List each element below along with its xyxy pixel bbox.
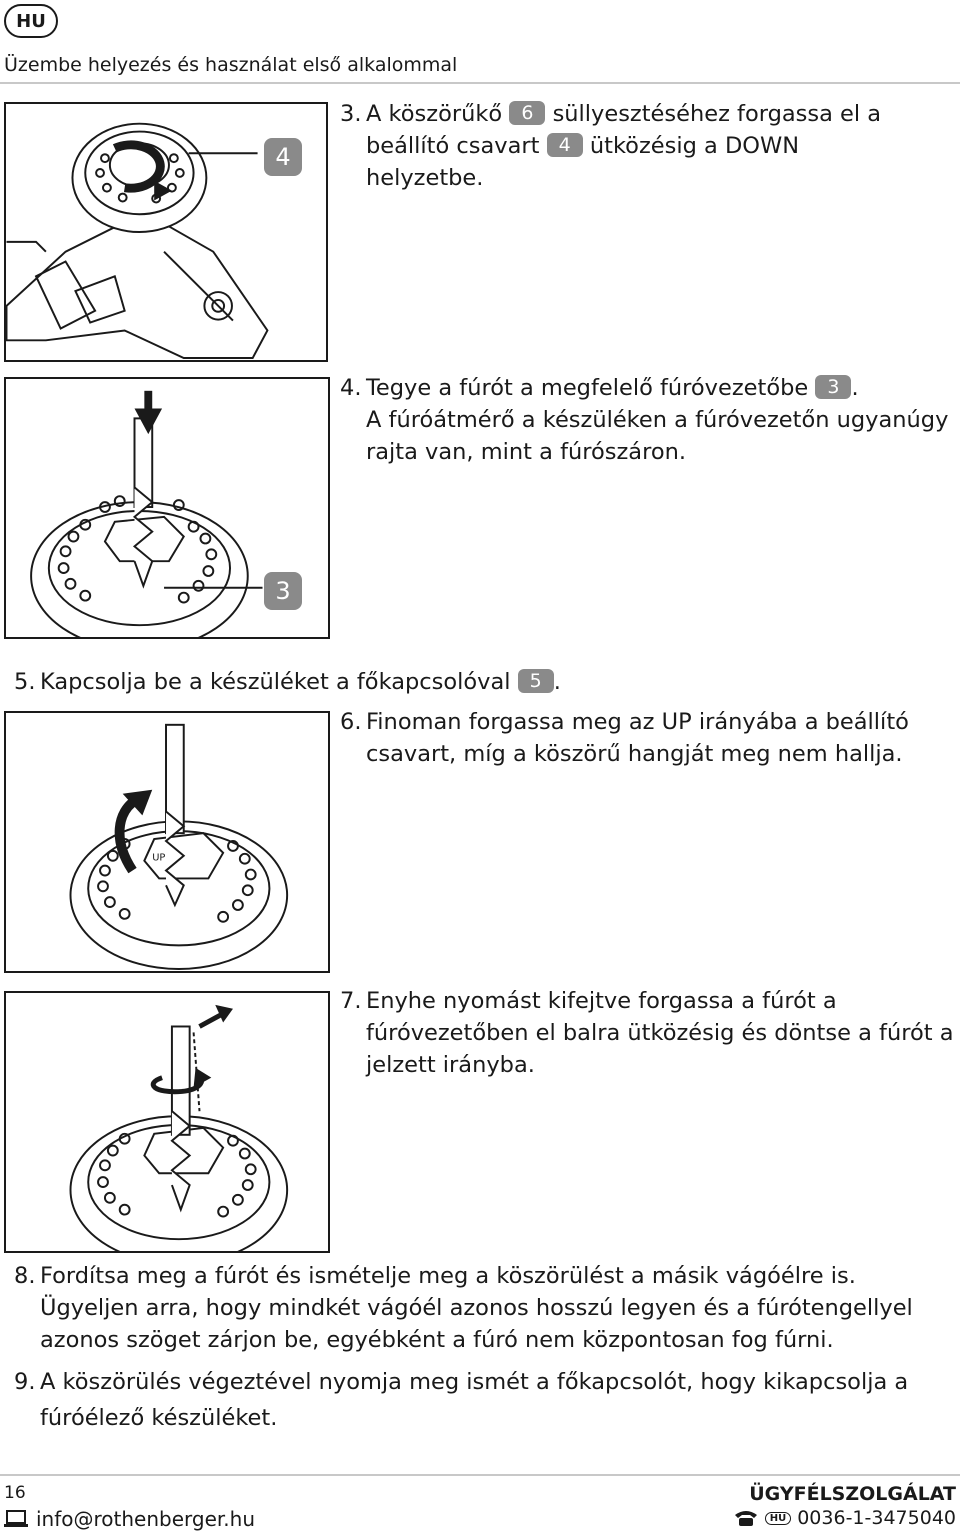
ref-badge-3: 3: [815, 375, 852, 399]
rotate-tilt-illustration: [69, 1004, 289, 1251]
email-link[interactable]: info@rothenberger.hu: [36, 1507, 255, 1531]
section-title: Üzembe helyezés és használat első alkalo…: [4, 54, 458, 76]
figure-rotate-drill: [4, 991, 330, 1253]
telephone-icon: [734, 1511, 757, 1526]
service-title: ÜGYFÉLSZOLGÁLAT: [749, 1483, 956, 1505]
figure-label-4: 4: [264, 138, 302, 176]
step-9: 9.A köszörülés végeztével nyomja meg ism…: [14, 1369, 909, 1431]
drill-insertion-illustration: [30, 390, 263, 637]
turn-up-illustration: UP: [69, 723, 289, 971]
step-8: 8.Fordítsa meg a fúrót és ismételje meg …: [14, 1263, 913, 1353]
ref-badge-4: 4: [546, 133, 583, 157]
ref-badge-6: 6: [509, 101, 546, 125]
footer-phone: HU 0036-1-3475040: [733, 1507, 956, 1529]
step-7: 7.Enyhe nyomást kifejtve forgassa a fúró…: [340, 988, 954, 1078]
laptop-icon: [4, 1510, 28, 1527]
footer-email: info@rothenberger.hu: [4, 1507, 255, 1531]
figure-turn-up: UP: [4, 711, 330, 973]
phone-number[interactable]: 0036-1-3475040: [797, 1507, 956, 1529]
header-divider: [0, 82, 960, 84]
figure-insert-drill: 3: [4, 377, 330, 639]
drill-sharpener-illustration: [6, 122, 269, 360]
up-mark: UP: [152, 853, 165, 864]
step-3: 3.A köszörűkő 6 süllyesztéséhez forgassa…: [340, 101, 882, 191]
language-badge: HU: [4, 4, 58, 38]
figure-label-3: 3: [264, 572, 302, 610]
ref-badge-5: 5: [517, 669, 554, 693]
phone-country-badge: HU: [764, 1511, 792, 1525]
step-4: 4.Tegye a fúrót a megfelelő fúróvezetőbe…: [340, 375, 949, 465]
page-number: 16: [4, 1483, 26, 1503]
step-6: 6.Finoman forgassa meg az UP irányába a …: [340, 709, 909, 767]
footer-divider: [0, 1474, 960, 1476]
step-5: 5.Kapcsolja be a készüléket a főkapcsoló…: [14, 669, 561, 695]
figure-adjust-screw: 4: [4, 102, 328, 362]
